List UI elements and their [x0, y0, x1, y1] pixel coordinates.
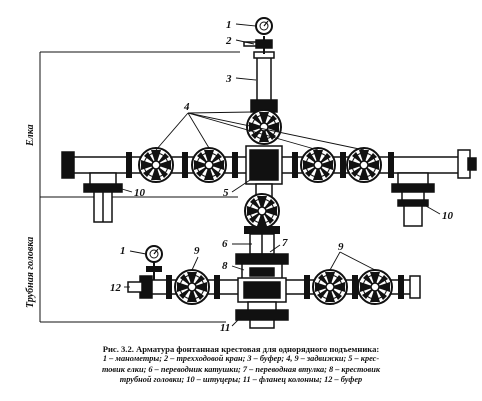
label-7: 7	[282, 237, 288, 249]
label-12: 12	[110, 282, 122, 294]
side-label-tubing-head: Трубная головка	[25, 237, 36, 308]
label-8: 8	[222, 260, 228, 272]
caption-legend-line-1: 1 – манометры; 2 – трехходовой кран; 3 –…	[102, 354, 380, 364]
tree-flanges	[126, 152, 394, 178]
left-choke	[83, 172, 123, 223]
label-4: 4	[183, 101, 190, 113]
side-label-tree: Елка	[25, 124, 36, 147]
label-11: 11	[220, 322, 230, 334]
caption-legend-line-2: товик елки; 6 – переводник катушки; 7 – …	[101, 364, 381, 374]
side-bracket-lines	[39, 51, 240, 323]
label-10-right: 10	[442, 210, 454, 222]
lower-buffer	[127, 281, 143, 293]
lower-vertical-valve	[244, 183, 280, 234]
figure-caption: Рис. 3.2. Арматура фонтанная крестовая д…	[8, 344, 474, 386]
label-5: 5	[223, 187, 229, 199]
caption-title: Рис. 3.2. Арматура фонтанная крестовая д…	[102, 344, 380, 354]
label-6: 6	[222, 238, 228, 250]
label-10-left: 10	[134, 187, 146, 199]
caption-legend-line-3: трубной головки; 10 – штуцеры; 11 – флан…	[119, 375, 363, 385]
label-1-bottom: 1	[120, 245, 126, 257]
label-2: 2	[225, 35, 232, 47]
tubing-head-flanges	[166, 275, 404, 299]
label-9-right: 9	[338, 241, 344, 253]
right-choke	[391, 172, 435, 227]
label-9-left: 9	[194, 245, 200, 257]
label-1-top: 1	[226, 19, 232, 31]
tubing-head-body	[235, 233, 289, 281]
lower-pressure-gauge	[145, 245, 163, 280]
casing-flange	[235, 301, 289, 329]
part-number-labels: 1 2 3 4 5 10 10 6 7 8 9 9 1 12 11	[110, 19, 454, 334]
leader-lines	[111, 23, 441, 327]
upper-vertical-valve	[246, 109, 282, 145]
three-way-cock	[243, 39, 273, 49]
label-3: 3	[225, 73, 232, 85]
